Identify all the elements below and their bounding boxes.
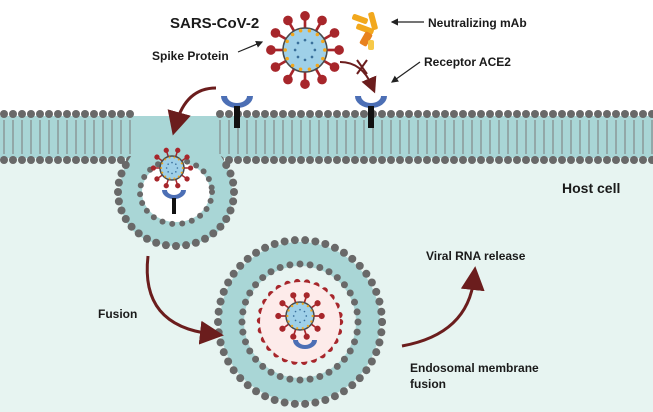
lipid-tails: [3, 120, 653, 154]
spike-label: Spike Protein: [152, 49, 229, 63]
virus-icon: [266, 11, 344, 89]
virus-icon: [275, 292, 325, 340]
bud-lipid-heads: [114, 161, 238, 250]
receptor-icon: [221, 96, 253, 128]
host-cell-label: Host cell: [562, 180, 620, 196]
rna-release-arrow: [401, 266, 485, 348]
receptor-leader: [391, 61, 421, 83]
entry-arrow: [167, 86, 217, 136]
fusion-arrow: [145, 255, 224, 345]
blocked-binding-arrow: [339, 61, 377, 94]
endosomal-label-line2: fusion: [410, 377, 446, 391]
spike-leader: [237, 40, 264, 53]
block-mark-icon: [356, 59, 368, 75]
receptor-icon: [355, 96, 387, 128]
receptor-label: Receptor ACE2: [424, 55, 511, 69]
rna-release-label: Viral RNA release: [426, 249, 526, 263]
endosome-outer-heads: [214, 236, 386, 408]
virus-icon: [150, 147, 194, 189]
endosomal-label-line1: Endosomal membrane: [410, 361, 539, 375]
virus-label: SARS-CoV-2: [170, 15, 259, 32]
fusion-label: Fusion: [98, 307, 137, 321]
antibody-icon: [352, 11, 378, 50]
receptor-icon: [293, 340, 317, 349]
plasma-membrane-band: [0, 116, 653, 158]
antibody-label: Neutralizing mAb: [428, 16, 527, 30]
receptor-icon: [162, 190, 186, 214]
